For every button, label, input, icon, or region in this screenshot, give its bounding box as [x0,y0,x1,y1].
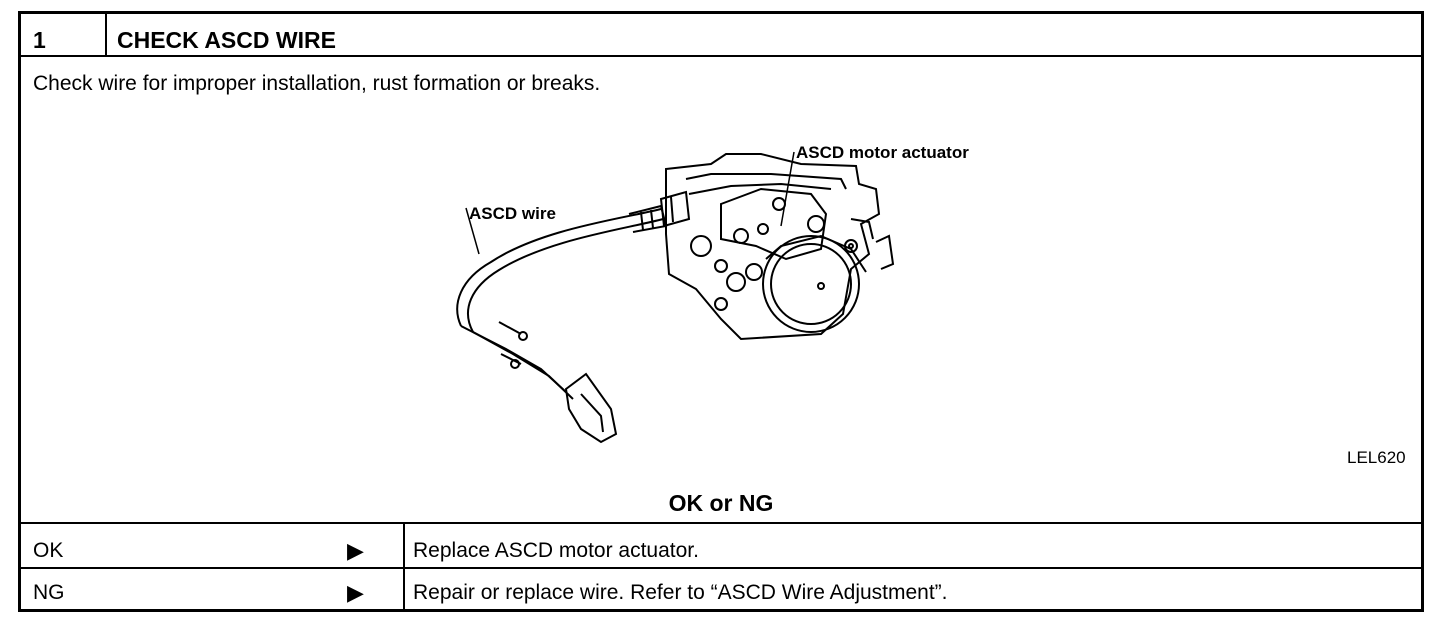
ng-action: Repair or replace wire. Refer to “ASCD W… [413,581,948,604]
actuator-label: ASCD motor actuator [796,143,969,162]
instruction-text: Check wire for improper installation, ru… [33,72,601,95]
ng-arrow-icon: ▶ [347,580,364,605]
asc-wire-drawing [456,204,668,444]
ng-label: NG [33,581,65,604]
decision-prompt: OK or NG [668,490,774,516]
asc-motor-actuator-drawing [456,151,895,444]
step-title: CHECK ASCD WIRE [117,27,336,53]
header-rule [21,55,1421,57]
header-divider [105,14,107,57]
step-number: 1 [33,27,46,53]
ok-action: Replace ASCD motor actuator. [413,539,699,562]
wire-label: ASCD wire [469,204,556,223]
row-rule-top [21,522,1421,524]
procedure-table: 1 CHECK ASCD WIRE Check wire for imprope… [18,11,1424,612]
figure: ASCD motor actuator ASCD wire LEL620 [21,14,1421,534]
ok-label: OK [33,539,64,562]
figure-code: LEL620 [1347,448,1406,467]
row-rule-mid [21,567,1421,569]
ok-arrow-icon: ▶ [347,538,364,563]
